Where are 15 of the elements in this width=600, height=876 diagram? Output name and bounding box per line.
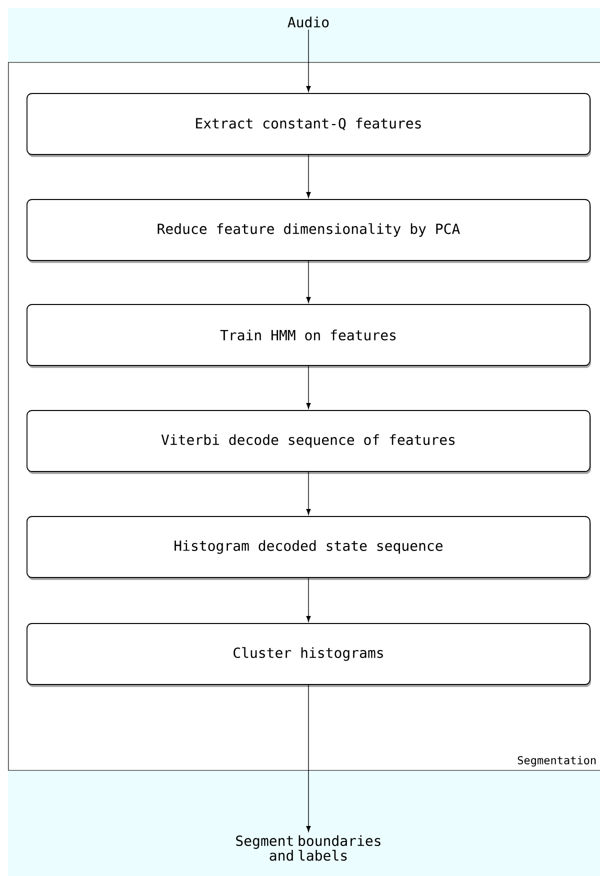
process-box: Extract constant-Q features: [26, 93, 591, 157]
arrow: [306, 29, 311, 92]
process-box: Viterbi decode sequence of features: [26, 410, 591, 474]
process-box: Cluster histograms: [26, 623, 591, 687]
process-box: Train HMM on features: [26, 304, 591, 368]
arrow: [306, 472, 311, 515]
input-label: Audio: [288, 16, 329, 28]
process-box: Histogram decoded state sequence: [26, 516, 591, 580]
arrow: [306, 260, 311, 303]
output-label: Segment boundaries and labels: [236, 835, 380, 861]
arrow: [306, 366, 311, 409]
process-box: Reduce feature dimensionality by PCA: [26, 199, 591, 263]
arrow: [306, 154, 311, 198]
arrow: [306, 578, 311, 622]
arrow: [306, 684, 311, 832]
